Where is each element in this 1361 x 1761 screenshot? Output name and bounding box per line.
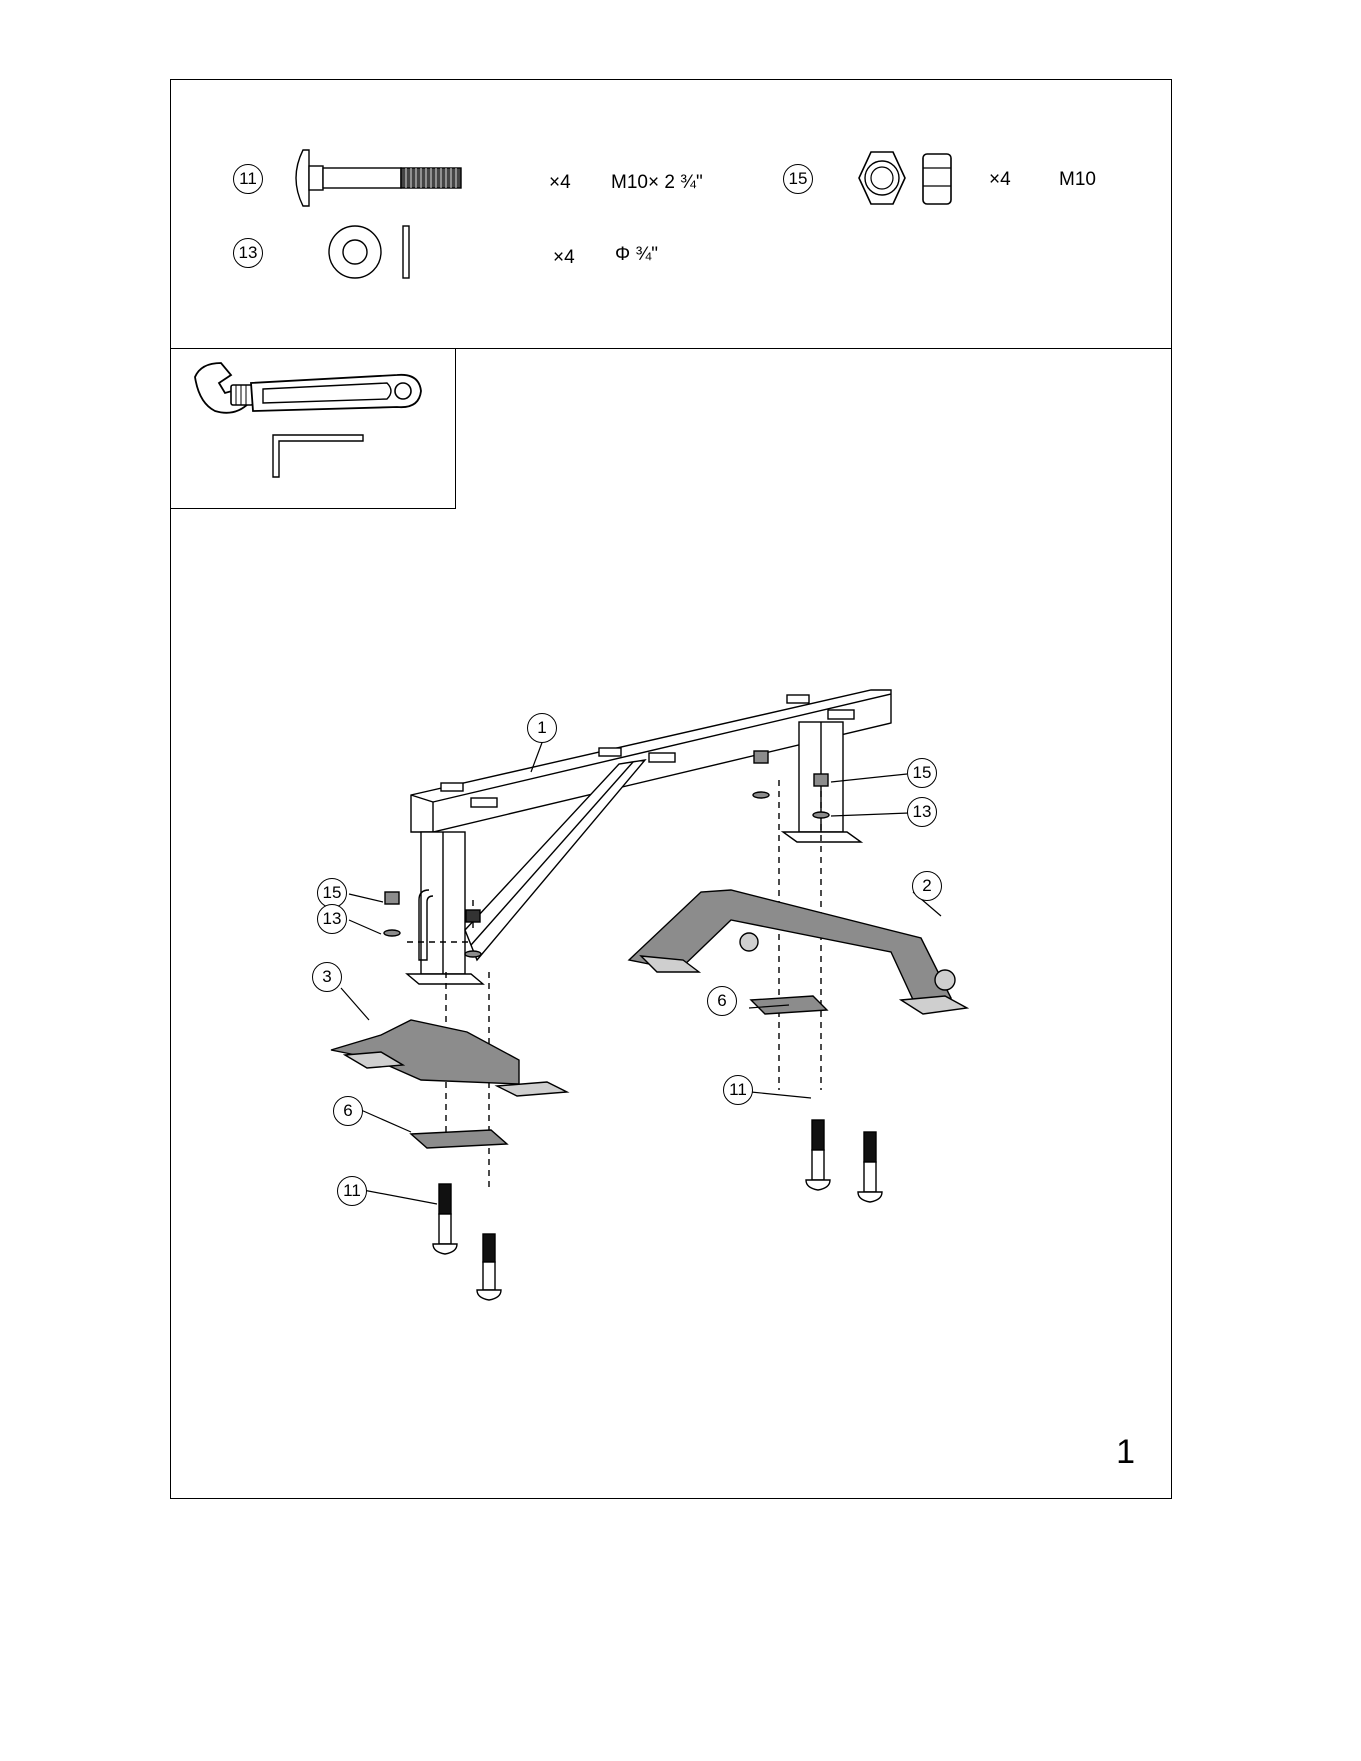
callout-bolt-left: 11 — [337, 1176, 367, 1206]
callout-washer-left: 13 — [317, 904, 347, 934]
callout-frame: 1 — [527, 713, 557, 743]
front-base — [331, 1020, 567, 1096]
nut-right — [814, 774, 828, 786]
callout-plate-right: 6 — [707, 986, 737, 1016]
callout-bolt-right: 11 — [723, 1075, 753, 1105]
bolt-left — [433, 1184, 501, 1300]
washer-left — [384, 930, 400, 936]
page-number: 1 — [1116, 1433, 1135, 1472]
callout-front-base: 3 — [312, 962, 342, 992]
frame-bracket — [441, 783, 463, 791]
plate-left — [411, 1130, 507, 1148]
bolt-right — [806, 1120, 882, 1202]
washer-right — [813, 812, 829, 818]
instruction-sheet: 11 ×4 M10× 2 ¾" 15 × — [170, 79, 1172, 1499]
callout-rear-base: 2 — [912, 871, 942, 901]
rear-base — [629, 890, 967, 1014]
callout-nut-right: 15 — [907, 758, 937, 788]
callout-plate-left: 6 — [333, 1096, 363, 1126]
callout-washer-right: 13 — [907, 797, 937, 827]
nut-left — [385, 892, 399, 904]
assembly-diagram — [171, 80, 1173, 1500]
